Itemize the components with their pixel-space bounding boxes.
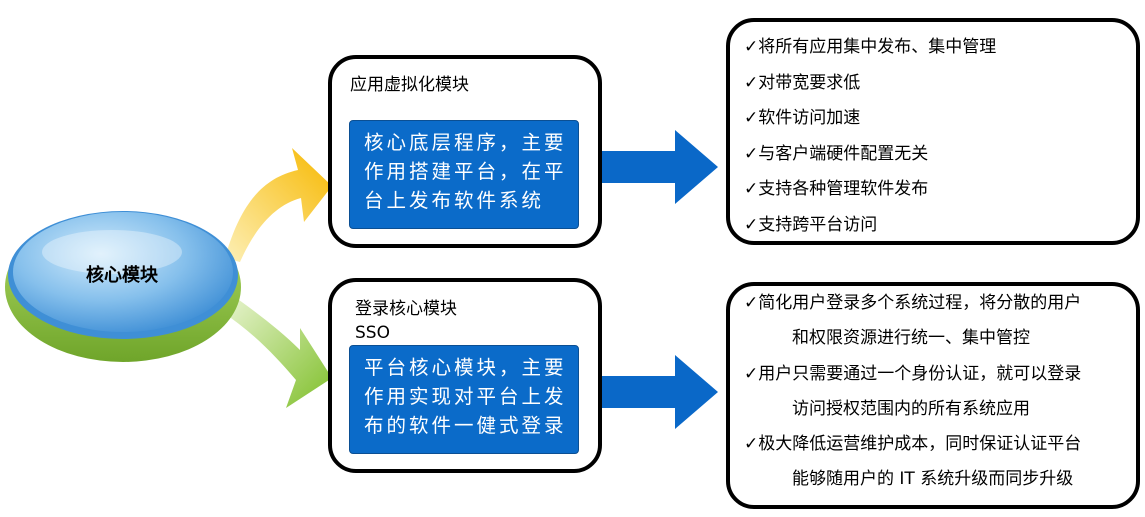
feature-item: ✓简化用户登录多个系统过程，将分散的用户 xyxy=(744,293,1082,313)
curved-arrow-top xyxy=(225,148,332,262)
feature-item-continuation: 能够随用户的 IT 系统升级而同步升级 xyxy=(792,469,1074,490)
curved-arrow-bottom xyxy=(222,292,332,408)
module-description-box: 平台核心模块，主要 作用实现对平台上发 布的软件一健式登录 xyxy=(349,345,579,454)
arrow-right-bottom xyxy=(602,355,718,429)
module-title-line: SSO xyxy=(355,323,390,343)
module-title: 登录核心模块 SSO xyxy=(355,297,457,345)
feature-item-continuation: 访问授权范围内的所有系统应用 xyxy=(792,398,1030,419)
feature-item: ✓软件访问加速 xyxy=(744,108,861,128)
module-title-line: 登录核心模块 xyxy=(355,299,457,319)
feature-item: ✓与客户端硬件配置无关 xyxy=(744,143,929,164)
module-description-line: 作用搭建平台，在平 xyxy=(364,160,567,183)
feature-item-continuation: 和权限资源进行统一、集中管控 xyxy=(792,328,1030,349)
arrow-right-top xyxy=(602,130,718,204)
module-description-line: 作用实现对平台上发 xyxy=(364,385,567,408)
feature-item: ✓用户只需要通过一个身份认证，就可以登录 xyxy=(744,363,1082,384)
module-title-line: 应用虚拟化模块 xyxy=(350,75,469,95)
feature-list: ✓将所有应用集中发布、集中管理 ✓对带宽要求低 ✓软件访问加速 ✓与客户端硬件配… xyxy=(744,35,996,248)
feature-item: ✓对带宽要求低 xyxy=(744,72,861,93)
feature-item: ✓支持跨平台访问 xyxy=(744,214,878,235)
core-module-label: 核心模块 xyxy=(86,265,158,286)
module-description-line: 平台核心模块，主要 xyxy=(364,356,567,379)
module-title: 应用虚拟化模块 xyxy=(350,73,469,97)
module-description-box: 核心底层程序，主要 作用搭建平台，在平 台上发布软件系统 xyxy=(349,120,579,229)
module-description-line: 布的软件一健式登录 xyxy=(364,414,567,437)
module-description-line: 核心底层程序，主要 xyxy=(364,131,567,154)
feature-list-box-sso xyxy=(726,282,1140,509)
feature-item: ✓将所有应用集中发布、集中管理 xyxy=(744,37,997,57)
core-disc xyxy=(5,211,241,362)
feature-item: ✓极大降低运营维护成本，同时保证认证平台 xyxy=(744,434,1082,455)
feature-list: ✓简化用户登录多个系统过程，将分散的用户 和权限资源进行统一、集中管控 ✓用户只… xyxy=(744,291,1081,503)
module-description-line: 台上发布软件系统 xyxy=(364,189,545,212)
feature-item: ✓支持各种管理软件发布 xyxy=(744,179,929,199)
feature-list-box-app-virtualization xyxy=(726,18,1140,245)
